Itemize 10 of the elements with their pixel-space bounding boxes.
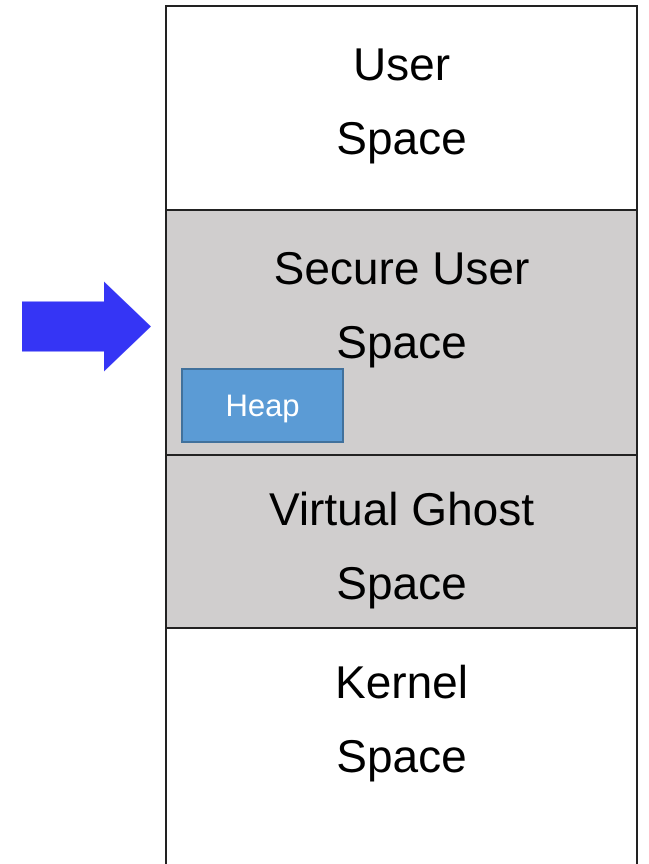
- memory-region: [165, 209, 638, 456]
- region-label: Kernel Space: [334, 655, 469, 784]
- region-label: Virtual Ghost Space: [268, 482, 536, 611]
- block-arrow: [22, 282, 151, 372]
- memory-region: [165, 627, 638, 864]
- memory-region: [165, 5, 638, 211]
- memory-region: [165, 454, 638, 629]
- region-label: Secure User Space: [272, 241, 530, 370]
- heap-box: Heap: [181, 368, 344, 443]
- region-label: User Space: [335, 37, 468, 166]
